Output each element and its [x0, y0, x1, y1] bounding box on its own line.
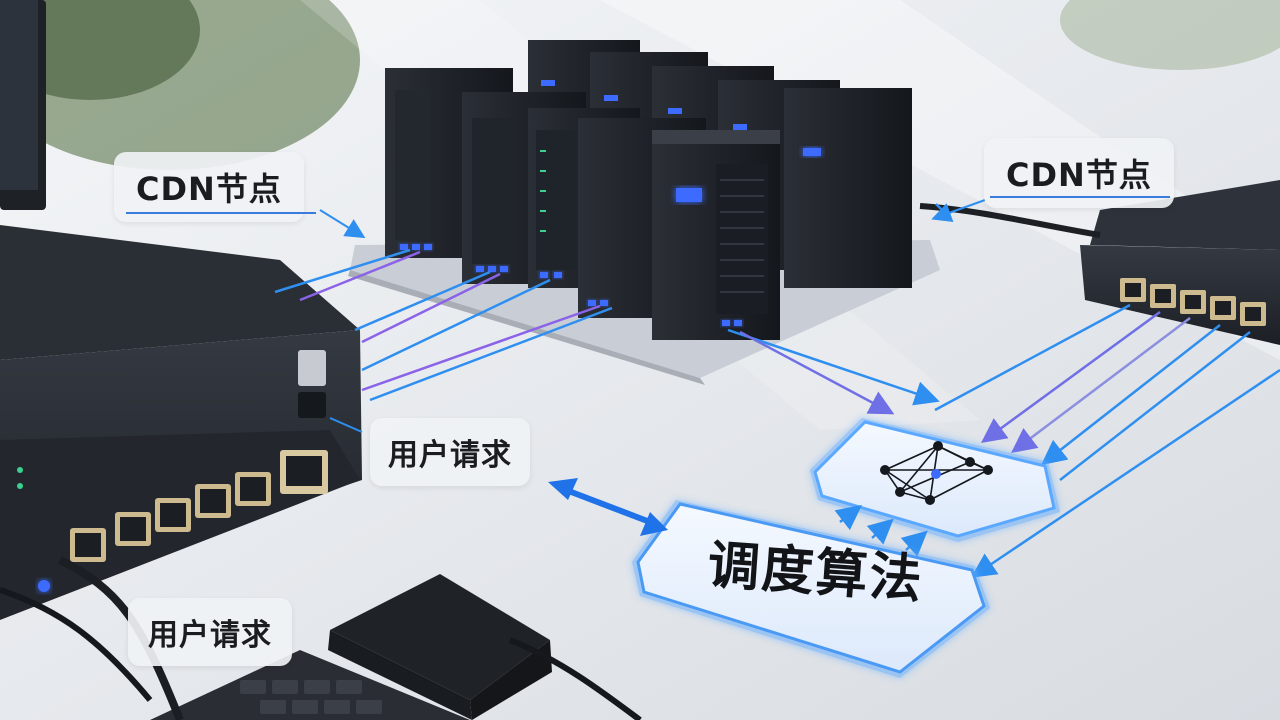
cable-bundle-right — [934, 303, 1280, 578]
server-status-light — [676, 188, 702, 202]
double-arrow-icon — [548, 478, 668, 536]
user-request-label-bottom: 用户请求 — [128, 598, 292, 666]
ethernet-ports — [70, 450, 328, 562]
label-underline — [990, 196, 1170, 198]
user-request-label-mid: 用户请求 — [370, 418, 530, 486]
router-device — [328, 574, 552, 720]
network-switch-right — [1080, 180, 1280, 345]
network-switch-left — [0, 225, 362, 620]
server-rack-front — [385, 68, 780, 340]
cdn-node-label-left: CDN节点 — [114, 152, 304, 222]
algorithm-panel — [632, 500, 990, 678]
keyboard — [150, 650, 470, 720]
cable-bundle-left — [274, 248, 613, 402]
label-underline — [126, 212, 316, 214]
network-node-panel — [810, 418, 1060, 542]
